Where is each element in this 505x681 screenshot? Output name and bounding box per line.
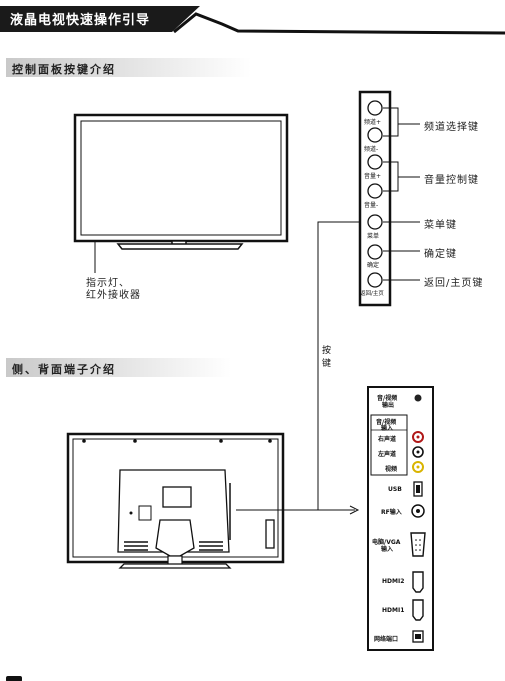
port-label-rf: RF输入 xyxy=(381,509,402,516)
tv-front xyxy=(73,113,289,273)
tv-rear xyxy=(66,432,285,569)
indicator-label-line1: 指示灯、 xyxy=(86,278,130,289)
section-title-control-panel: 控制面板按键介绍 xyxy=(12,63,116,76)
panel-button-label: 菜单 xyxy=(367,233,380,240)
panel-button-label: 音量- xyxy=(364,202,379,209)
port-label-av-out: 输出 xyxy=(382,402,395,409)
panel-button-label: 确定 xyxy=(367,262,380,269)
channel-keys-label: 频道选择键 xyxy=(424,122,479,133)
section-bar-control-panel xyxy=(6,58,251,77)
panel-button-label: 频道- xyxy=(364,146,379,153)
port-label-usb: USB xyxy=(388,486,402,493)
header-swoosh xyxy=(173,12,505,35)
port-label-video: 视频 xyxy=(385,466,398,473)
keys-label-char2: 键 xyxy=(322,359,333,369)
section-bar-ports xyxy=(6,358,231,377)
port-panel xyxy=(367,386,434,651)
return-key-label: 返回/主页键 xyxy=(424,278,484,289)
panel-button-label: 返回/主页 xyxy=(360,291,384,297)
port-label-hdmi1: HDMI1 xyxy=(382,607,405,614)
section-title-ports: 侧、背面端子介绍 xyxy=(12,363,116,376)
port-label-hdmi2: HDMI2 xyxy=(382,578,405,585)
indicator-label-line2: 红外接收器 xyxy=(86,290,141,301)
port-label-av-out: 音/视频 xyxy=(377,395,398,402)
port-label-left: 左声道 xyxy=(378,451,397,458)
keys-label-char1: 按 xyxy=(322,346,333,356)
port-label-right: 右声道 xyxy=(378,436,397,443)
port-label-av-in: 输入 xyxy=(381,425,394,432)
port-label-vga: 输入 xyxy=(381,546,394,553)
page-title: 液晶电视快速操作引导 xyxy=(10,13,151,28)
port-label-network: 网络端口 xyxy=(374,636,399,643)
panel-button-label: 音量+ xyxy=(364,173,382,180)
port-label-av-in: 音/视频 xyxy=(376,419,397,426)
av-out-jack xyxy=(414,394,422,402)
header-tab xyxy=(0,6,200,32)
ok-key-label: 确定键 xyxy=(424,249,457,260)
panel-button-label: 频道+ xyxy=(364,119,382,126)
page-marker xyxy=(6,676,22,681)
volume-keys-label: 音量控制键 xyxy=(424,175,479,186)
port-label-vga: 电脑/VGA xyxy=(372,539,401,546)
menu-key-label: 菜单键 xyxy=(424,220,457,231)
control-panel-strip xyxy=(358,90,420,307)
